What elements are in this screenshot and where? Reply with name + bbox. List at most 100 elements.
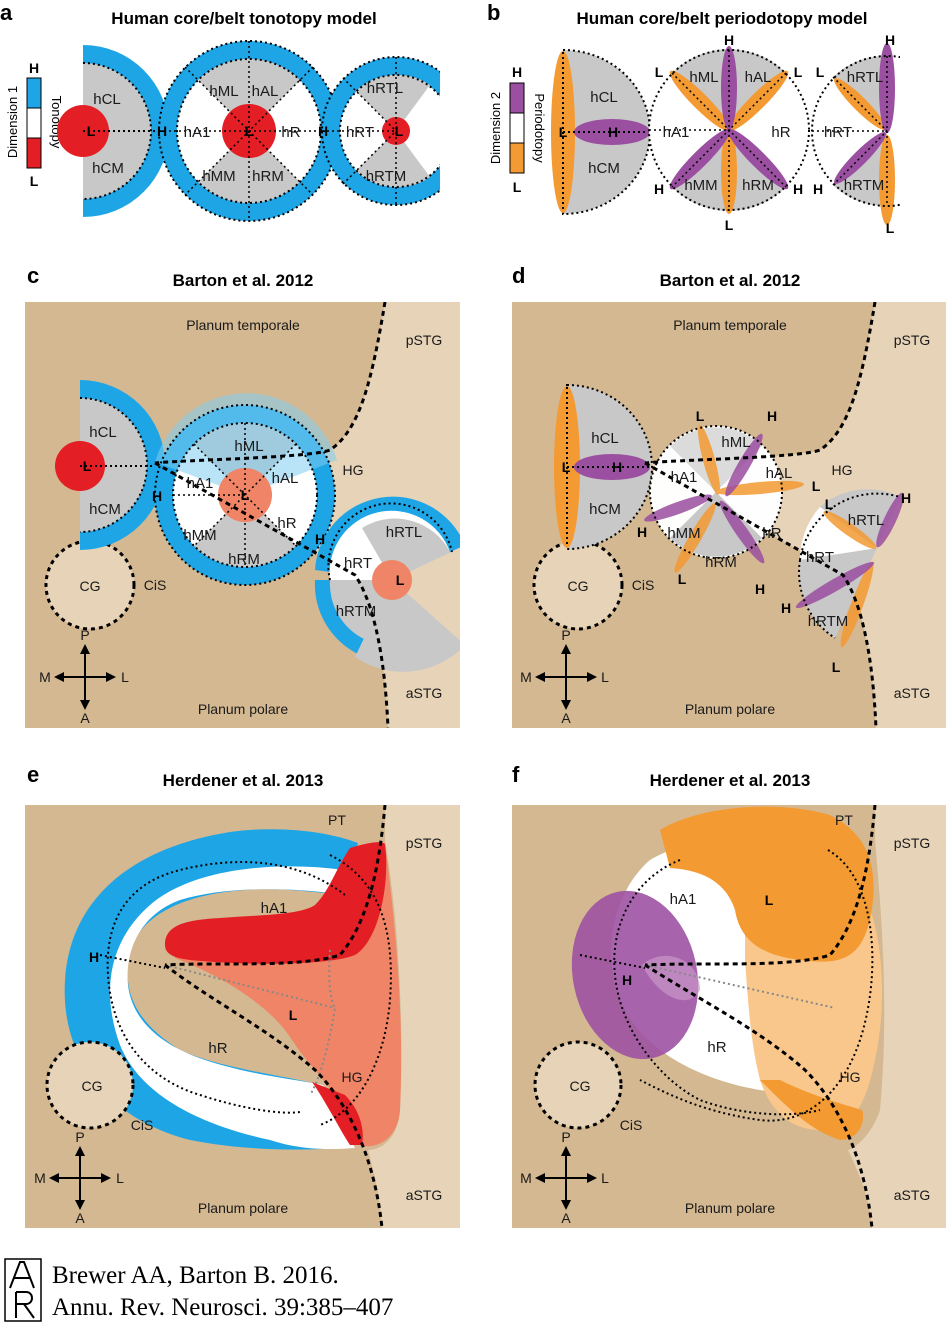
label-CiS: CiS <box>144 577 167 593</box>
area-hRTL: hRTL <box>847 69 883 86</box>
compass-A: A <box>75 1210 85 1226</box>
compass-A: A <box>561 710 571 726</box>
area-hRM: hRM <box>705 554 737 571</box>
area-hRTM: hRTM <box>808 613 849 630</box>
panel-title: Barton et al. 2012 <box>173 271 314 290</box>
panel-title: Herdener et al. 2013 <box>650 771 811 790</box>
compass: P A M L <box>520 627 609 726</box>
area-hA1: hA1 <box>670 891 697 908</box>
compass-M: M <box>39 669 51 685</box>
label-aSTG: aSTG <box>406 685 443 701</box>
panel-b: b Human core/belt periodotopy model H L … <box>487 0 946 240</box>
label-PT: PT <box>835 812 853 828</box>
area-hRTM: hRTM <box>336 603 377 620</box>
label-low: L <box>825 496 834 512</box>
area-hRTL: hRTL <box>386 524 422 541</box>
label-low: L <box>765 892 774 908</box>
area-hRT: hRT <box>346 124 374 141</box>
label-low: L <box>655 64 664 80</box>
periodotopy-legend: H L Dimension 2 Periodotopy <box>488 64 547 195</box>
label-low: L <box>245 123 254 139</box>
compass-L: L <box>601 1170 609 1186</box>
label-high: H <box>755 581 765 597</box>
compass-P: P <box>75 1129 84 1145</box>
area-hRTL: hRTL <box>848 512 884 529</box>
panel-title: Human core/belt tonotopy model <box>111 9 376 28</box>
map-label: Periodotopy <box>532 93 547 163</box>
area-hMM: hMM <box>684 177 717 194</box>
label-high: H <box>608 124 618 140</box>
compass-P: P <box>561 1129 570 1145</box>
area-hCM: hCM <box>589 501 621 518</box>
label-planum-polare: Planum polare <box>198 1200 288 1216</box>
label-low: L <box>87 123 96 139</box>
core-a1 <box>158 40 340 222</box>
dimension-label: Dimension 1 <box>5 86 20 158</box>
area-hML: hML <box>209 83 238 100</box>
label-high: H <box>724 32 734 48</box>
label-HG: HG <box>840 1069 861 1085</box>
label-pSTG: pSTG <box>894 835 931 851</box>
area-hRM: hRM <box>252 168 284 185</box>
label-high: H <box>89 949 99 965</box>
label-planum-temporale: Planum temporale <box>673 317 787 333</box>
core-a1 <box>648 46 810 214</box>
area-hA1: hA1 <box>184 124 211 141</box>
label-CiS: CiS <box>620 1117 643 1133</box>
area-hAL: hAL <box>272 470 299 487</box>
area-hML: hML <box>234 438 263 455</box>
compass-A: A <box>561 1210 571 1226</box>
area-hCL: hCL <box>590 89 618 106</box>
label-HG: HG <box>343 462 364 478</box>
label-low: L <box>678 571 687 587</box>
area-hMM: hMM <box>667 525 700 542</box>
area-hRT: hRT <box>344 555 372 572</box>
label-pSTG: pSTG <box>406 835 443 851</box>
label-high: H <box>157 123 167 139</box>
area-hCL: hCL <box>89 424 117 441</box>
panel-title: Herdener et al. 2013 <box>163 771 324 790</box>
panel-letter: e <box>27 762 39 787</box>
label-aSTG: aSTG <box>894 685 931 701</box>
area-hR: hR <box>707 1039 726 1056</box>
label-low: L <box>395 123 404 139</box>
area-hAL: hAL <box>766 465 793 482</box>
area-hCL: hCL <box>591 430 619 447</box>
citation-journal: Annu. Rev. Neurosci. 39:385–407 <box>52 1294 394 1321</box>
panel-a: a Human core/belt tonotopy model H L Dim… <box>0 0 500 230</box>
area-hRTM: hRTM <box>844 177 885 194</box>
panel-letter: b <box>487 0 500 25</box>
area-hR: hR <box>208 1040 227 1057</box>
label-low: L <box>794 64 803 80</box>
label-low: L <box>725 217 734 233</box>
label-PT: PT <box>328 812 346 828</box>
dimension-label: Dimension 2 <box>488 92 503 164</box>
area-hCM: hCM <box>92 160 124 177</box>
compass-M: M <box>34 1170 46 1186</box>
label-CiS: CiS <box>632 577 655 593</box>
compass: P A M L <box>34 1129 124 1226</box>
compass-P: P <box>561 627 570 643</box>
label-low: L <box>696 408 705 424</box>
panel-f: f Herdener et al. 2013 PT pSTG <box>512 762 946 1228</box>
tonotopy-legend: H L Dimension 1 Tonotopy <box>5 60 64 189</box>
compass-L: L <box>121 669 129 685</box>
compass: P A M L <box>520 1129 609 1226</box>
figure: a Human core/belt tonotopy model H L Dim… <box>0 0 946 1228</box>
area-hRTL: hRTL <box>367 80 403 97</box>
legend-high: H <box>512 64 522 80</box>
label-planum-polare: Planum polare <box>685 701 775 717</box>
area-hML: hML <box>721 434 750 451</box>
label-high: H <box>315 531 325 547</box>
panel-title: Barton et al. 2012 <box>660 271 801 290</box>
label-CG: CG <box>82 1078 103 1094</box>
area-hMM: hMM <box>183 527 216 544</box>
compass-L: L <box>601 669 609 685</box>
label-aSTG: aSTG <box>894 1187 931 1203</box>
area-hMM: hMM <box>202 168 235 185</box>
panel-c: c Barton et al. 2012 <box>25 263 460 728</box>
label-high: H <box>885 32 895 48</box>
area-hA1: hA1 <box>187 475 214 492</box>
area-hR: hR <box>771 124 790 141</box>
legend-low: L <box>513 179 522 195</box>
